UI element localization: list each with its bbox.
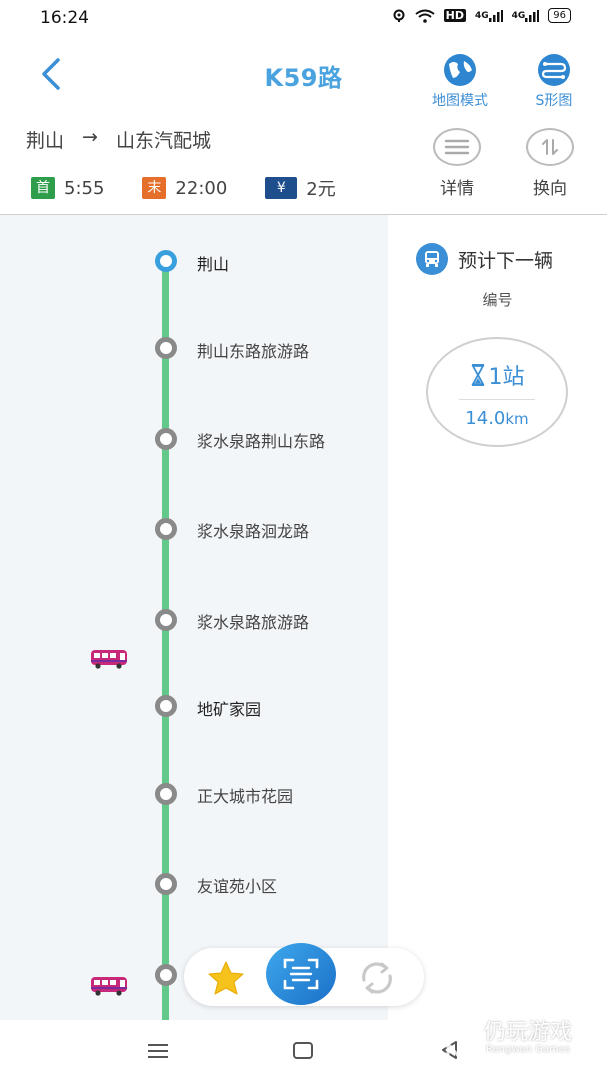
- list-icon: [433, 128, 481, 166]
- station-dot[interactable]: [155, 337, 177, 359]
- station-dot[interactable]: [155, 609, 177, 631]
- reverse-label: 换向: [533, 179, 567, 199]
- next-bus-panel: 预计下一辆 编号 1站 14.0km: [388, 215, 607, 1020]
- station-dot[interactable]: [155, 518, 177, 540]
- fare-ticket-icon: ¥: [265, 177, 298, 199]
- station-dot[interactable]: [155, 695, 177, 717]
- first-bus-tag: 首: [31, 177, 55, 199]
- bus-icon: [416, 243, 448, 275]
- signal-icon-2: 4G: [512, 9, 540, 22]
- watermark-subtext: Rengwan Games: [486, 1044, 571, 1055]
- map-mode-label: 地图模式: [432, 93, 488, 109]
- scan-button[interactable]: [266, 943, 336, 1005]
- station-dot[interactable]: [155, 428, 177, 450]
- nav-menu-button[interactable]: [147, 1042, 169, 1060]
- signal-icon-1: 4G: [475, 9, 503, 22]
- refresh-button[interactable]: [356, 958, 398, 998]
- station-name[interactable]: 浆水泉路洄龙路: [197, 522, 310, 541]
- station-dot[interactable]: [155, 250, 177, 272]
- station-dot[interactable]: [155, 783, 177, 805]
- status-time: 16:24: [40, 8, 89, 28]
- status-icons: HD 4G 4G 96: [392, 8, 571, 23]
- fare-value: 2元: [306, 179, 336, 200]
- reverse-direction-button[interactable]: 换向: [510, 128, 590, 199]
- swap-arrows-icon: [526, 128, 574, 166]
- bus-position-icon: [90, 975, 130, 997]
- route-line: [162, 262, 169, 1020]
- header-divider: [0, 214, 607, 215]
- eta-stop-count: 1站: [488, 365, 525, 390]
- chevron-left-icon: [42, 58, 60, 90]
- watermark-text: 仍玩游戏: [484, 1020, 573, 1045]
- station-name[interactable]: 浆水泉路荆山东路: [197, 432, 326, 451]
- station-name[interactable]: 荆山: [197, 255, 230, 274]
- eta-separator: [459, 399, 535, 400]
- next-bus-label: 预计下一辆: [458, 249, 554, 272]
- station-name[interactable]: 正大城市花园: [197, 787, 294, 806]
- route-arrow: →: [82, 126, 98, 148]
- route-direction: 荆山 → 山东汽配城: [26, 126, 211, 153]
- station-name[interactable]: 友谊苑小区: [197, 877, 278, 896]
- floating-action-bar: [184, 943, 424, 1006]
- page-title: K59路: [264, 64, 343, 92]
- details-button[interactable]: 详情: [417, 128, 497, 199]
- eta-circle: 1站 14.0km: [426, 337, 568, 447]
- scan-icon: [283, 958, 319, 990]
- station-dot[interactable]: [155, 873, 177, 895]
- s-chart-label: S形图: [535, 93, 573, 109]
- first-bus-time: 5:55: [64, 177, 105, 199]
- next-bus-header: 预计下一辆: [416, 243, 553, 275]
- eta-stops: 1站: [428, 359, 566, 391]
- station-dot[interactable]: [155, 964, 177, 986]
- star-icon: [208, 961, 244, 995]
- route-to: 山东汽配城: [115, 130, 211, 152]
- nav-home-button[interactable]: [293, 1042, 313, 1059]
- bus-position-icon: [90, 648, 130, 670]
- s-route-icon: [534, 52, 574, 88]
- watermark-logo-icon: [436, 1018, 474, 1060]
- battery-icon: 96: [548, 8, 571, 23]
- map-mode-button[interactable]: 地图模式: [420, 52, 500, 110]
- globe-icon: [440, 52, 480, 88]
- last-bus-time: 22:00: [175, 177, 228, 199]
- menu-icon: [148, 1044, 168, 1058]
- details-label: 详情: [440, 179, 474, 199]
- eta-distance: 14.0km: [428, 408, 566, 429]
- back-button[interactable]: [34, 52, 74, 96]
- station-name[interactable]: 浆水泉路旅游路: [197, 613, 310, 632]
- hd-icon: HD: [443, 9, 466, 22]
- system-nav-bar: [0, 1020, 607, 1080]
- location-icon: [392, 9, 406, 23]
- station-list: 荆山 荆山东路旅游路 浆水泉路荆山东路 浆水泉路洄龙路 浆水泉路旅游路 地矿家园…: [0, 215, 388, 1020]
- bus-number-label: 编号: [482, 291, 513, 309]
- favorite-button[interactable]: [206, 960, 246, 996]
- status-bar: 16:24 HD 4G 4G 96: [0, 0, 607, 36]
- wifi-icon: [414, 9, 435, 23]
- hourglass-icon: [470, 364, 485, 386]
- station-name[interactable]: 地矿家园: [197, 700, 262, 719]
- eta-distance-value: 14.0: [465, 408, 506, 429]
- s-chart-button[interactable]: S形图: [514, 52, 594, 110]
- station-name[interactable]: 荆山东路旅游路: [197, 342, 310, 361]
- route-from: 荆山: [26, 130, 65, 152]
- watermark: 仍玩游戏 Rengwan Games: [432, 1012, 592, 1064]
- eta-distance-unit: km: [505, 410, 529, 428]
- last-bus-tag: 末: [142, 177, 167, 199]
- refresh-icon: [362, 962, 392, 994]
- service-info: 首 5:55 末 22:00 ¥ 2元: [31, 175, 336, 201]
